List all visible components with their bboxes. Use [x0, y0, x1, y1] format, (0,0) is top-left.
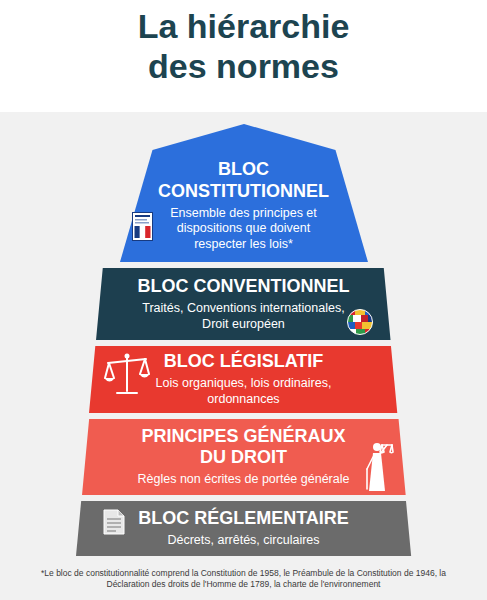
band-description: Lois organiques, lois ordinaires, ordonn… — [136, 376, 351, 407]
band-text: BLOC CONVENTIONNEL Traités, Conventions i… — [137, 276, 349, 332]
band-description: Règles non écrites de portée générale — [138, 472, 350, 488]
band-text: BLOC RÉGLEMENTAIRE Décrets, arrêtés, circ… — [138, 508, 349, 549]
principles-band: PRINCIPES GÉNÉRAUX DU DROIT Règles non éc… — [82, 419, 406, 495]
convention-band: BLOC CONVENTIONNEL Traités, Conventions i… — [96, 268, 391, 340]
footnote: *Le bloc de constitutionnalité comprend … — [29, 568, 459, 590]
band-fill — [89, 346, 397, 413]
scales-icon — [105, 351, 149, 397]
globe-icon — [346, 308, 374, 336]
title-box: La hiérarchie des normes — [0, 6, 487, 86]
band-text: PRINCIPES GÉNÉRAUX DU DROIT Règles non éc… — [136, 426, 351, 488]
band-heading: PRINCIPES GÉNÉRAUX DU DROIT — [136, 426, 351, 468]
constitution-band: BLOC CONSTITUTIONNEL Ensemble des princip… — [120, 124, 368, 262]
doc-icon — [103, 509, 125, 535]
caption-box: *Le bloc de constitutionnalité comprend … — [0, 568, 487, 590]
band-description: Ensemble des principes et dispositions q… — [157, 206, 329, 253]
band-fill — [76, 501, 411, 556]
band-description: Traités, Conventions internationales, Dr… — [141, 301, 346, 332]
justice-icon — [365, 439, 393, 493]
band-heading: BLOC CONVENTIONNEL — [137, 276, 349, 297]
band-text: BLOC LÉGISLATIF Lois organiques, lois ord… — [136, 351, 351, 407]
band-heading: BLOC CONSTITUTIONNEL — [143, 159, 343, 201]
band-text: BLOC CONSTITUTIONNEL Ensemble des princip… — [143, 159, 343, 252]
band-heading: BLOC RÉGLEMENTAIRE — [138, 508, 349, 529]
band-fill — [82, 419, 406, 495]
title-text: La hiérarchie des normes — [114, 6, 374, 86]
band-fill — [96, 268, 391, 340]
band-fill — [120, 124, 368, 262]
band-heading: BLOC LÉGISLATIF — [164, 351, 324, 372]
legislation-band: BLOC LÉGISLATIF Lois organiques, lois ord… — [89, 346, 397, 413]
band-description: Décrets, arrêtés, circulaires — [167, 533, 319, 549]
regulation-band: BLOC RÉGLEMENTAIRE Décrets, arrêtés, circ… — [76, 501, 411, 556]
book-icon — [132, 212, 154, 242]
